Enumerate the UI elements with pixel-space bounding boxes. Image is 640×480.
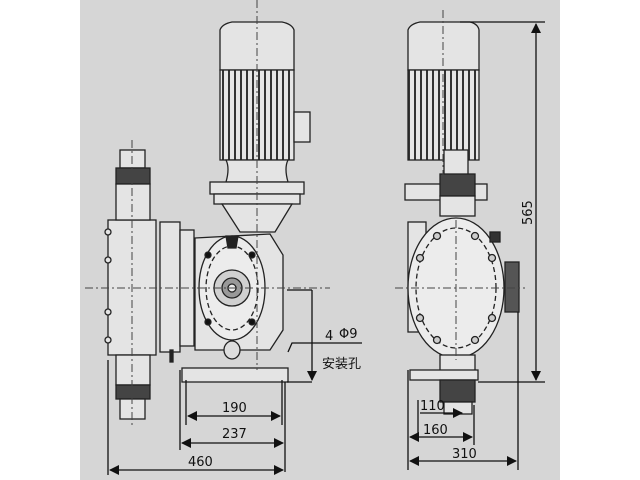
dim-190: 190 [222, 401, 247, 416]
stroke-knob [504, 261, 520, 313]
side-motor [404, 21, 488, 217]
mounting-hole-label: 安装孔 [322, 357, 361, 372]
front-view [104, 21, 311, 420]
suction-valve [115, 354, 151, 420]
dim-110: 110 [420, 399, 445, 414]
hole-count: 4 [325, 329, 333, 344]
pump-head [104, 219, 195, 363]
discharge-valve [115, 149, 151, 221]
center-lines [85, 0, 330, 425]
motor [209, 21, 311, 205]
front-dimension-lines [107, 289, 362, 475]
dim-310: 310 [452, 447, 477, 462]
side-dimension-lines [407, 21, 545, 470]
pump-housing [194, 233, 284, 360]
bracket [220, 203, 294, 233]
dim-460: 460 [188, 455, 213, 470]
side-suction-valve [409, 354, 479, 415]
dim-160: 160 [423, 423, 448, 438]
base-plate [181, 367, 289, 383]
side-view [404, 21, 520, 415]
head-bolts [415, 231, 497, 345]
dim-237: 237 [222, 427, 247, 442]
dim-565: 565 [521, 200, 536, 225]
hole-diameter: Φ9 [339, 327, 358, 342]
